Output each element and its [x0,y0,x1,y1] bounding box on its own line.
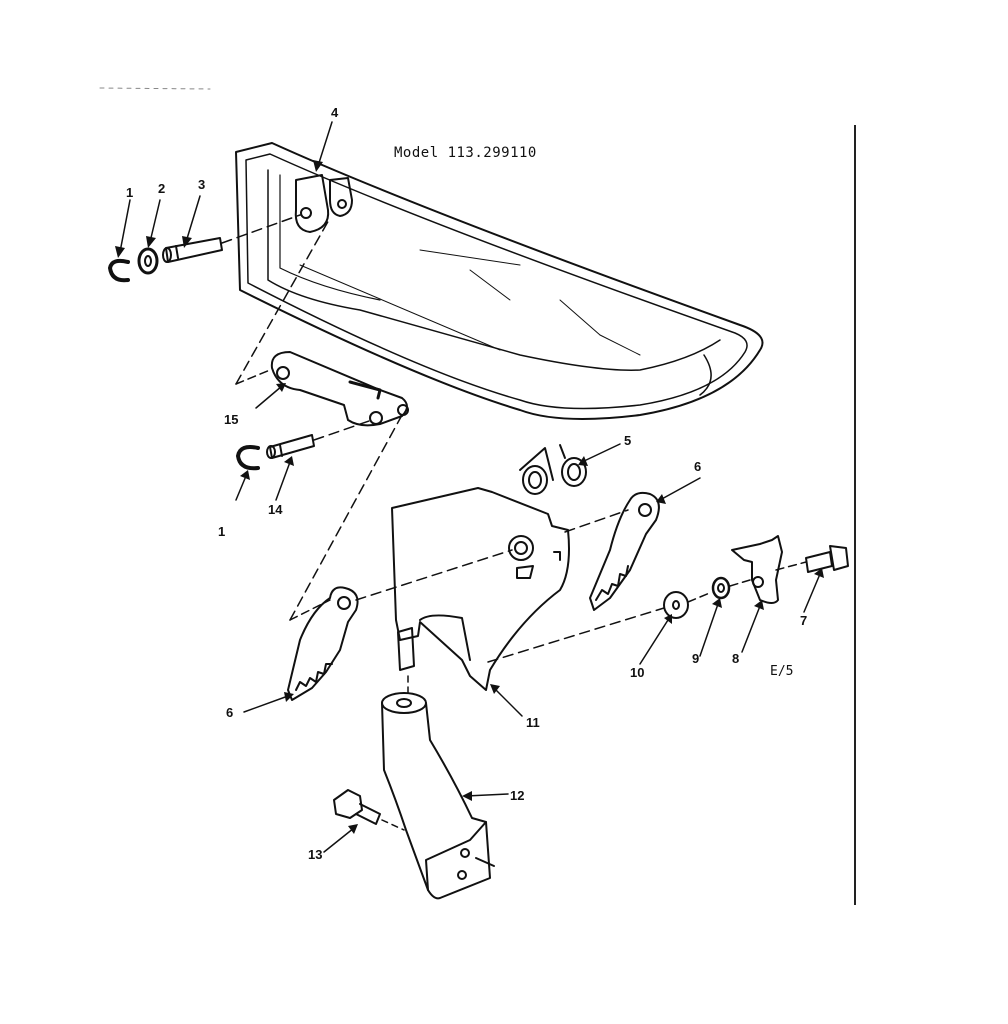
callout-3: 3 [198,177,206,192]
callout-6-right: 6 [694,459,702,474]
blade-guard-part-4 [235,142,764,420]
callout-8: 8 [732,651,740,666]
callout-6-left: 6 [226,705,234,720]
callout-leaders [119,121,821,853]
callout-2: 2 [158,181,166,196]
e-ring-part-1-lower [236,445,260,471]
callout-13: 13 [308,847,323,862]
washer-part-10 [663,591,689,619]
callout-7: 7 [800,613,808,628]
callout-1-lower: 1 [218,524,226,539]
pin-part-3 [162,237,223,263]
support-bracket-part-12 [381,692,491,900]
screw-part-7 [805,545,849,573]
bracket-part-8 [731,535,783,604]
e-ring-part-1-top [108,258,130,283]
callout-14: 14 [268,502,283,517]
model-title: Model 113.299110 [394,145,537,161]
washer-part-2 [137,247,159,275]
splitter-plate-part-11 [391,487,570,691]
drawing-code: E/5 [770,664,794,679]
washer-part-9 [711,576,731,600]
callout-arrowheads [115,160,824,834]
callout-15: 15 [224,412,239,427]
callout-5: 5 [624,433,632,448]
anti-kickback-pawl-part-6-right [589,491,660,611]
callout-9: 9 [692,651,700,666]
callout-11: 11 [526,715,540,730]
callout-4: 4 [331,105,339,120]
scan-edge-line [854,125,856,905]
bolt-part-13 [333,789,381,825]
arm-link-part-15 [270,351,409,427]
pin-part-14 [266,434,315,459]
stud [397,627,415,671]
callout-12: 12 [510,788,525,803]
anti-kickback-pawl-part-6-left [287,586,359,701]
callout-1-top: 1 [126,185,134,200]
spring-part-5 [519,444,587,495]
callout-10: 10 [630,665,645,680]
